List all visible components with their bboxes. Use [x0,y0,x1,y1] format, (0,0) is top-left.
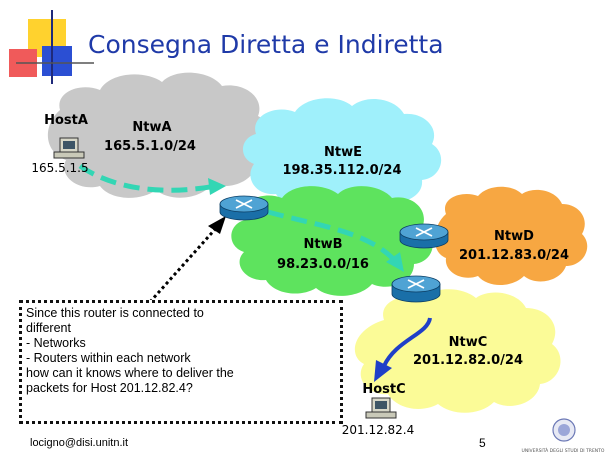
callout-line-4: - Routers within each network [26,351,191,365]
ntwc-prefix: 201.12.82.0/24 [413,353,523,368]
ntwc-cloud [354,289,561,413]
ntwe-name: NtwE [324,145,362,160]
ntwe-prefix: 198.35.112.0/24 [282,163,401,178]
router-main-icon [219,195,269,221]
university-seal-icon [552,418,576,442]
hosta-name: HostA [44,113,88,128]
delivery-path-final [382,317,432,367]
slide-logo-squares [9,10,94,84]
delivery-path-final-arrowhead [374,360,392,382]
delivery-path-dashed-2 [267,209,398,264]
ntwd-name: NtwD [494,229,534,244]
callout-line-3: - Networks [26,336,86,350]
university-name: UNIVERSITÀ DEGLI STUDI DI TRENTO [522,447,605,454]
hostc-computer-icon [365,397,397,419]
ntwa-cloud [47,72,272,198]
ntwd-cloud [434,186,588,285]
callout-pointer-arrowhead [208,216,226,234]
router-ntwd-icon [399,223,449,249]
hosta-computer-icon [53,137,85,159]
ntwa-prefix: 165.5.1.0/24 [104,139,196,154]
page-number: 5 [479,436,486,450]
slide-title: Consegna Diretta e Indiretta [88,30,444,59]
ntwb-prefix: 98.23.0.0/16 [277,257,369,272]
ntwa-name: NtwA [132,120,171,135]
footer-email: locigno@disi.unitn.it [30,437,128,449]
delivery-path-dashed [78,163,217,193]
callout-pointer [148,224,220,304]
callout-line-2: different [26,321,71,335]
callout-line-6: packets for Host 201.12.82.4? [26,381,193,395]
ntwb-name: NtwB [303,237,342,252]
hostc-name: HostC [362,382,405,397]
hostc-ip: 201.12.82.4 [342,423,415,437]
ntwe-cloud [242,98,442,210]
callout-line-5: how can it knows where to deliver the [26,366,234,380]
callout-line-1: Since this router is connected to [26,306,204,320]
ntwd-prefix: 201.12.83.0/24 [459,248,569,263]
hosta-ip: 165.5.1.5 [31,161,88,175]
delivery-path-arrowhead-1 [208,178,226,195]
router-ntwc-icon [391,275,441,303]
delivery-path-arrowhead-2 [386,252,404,272]
question-callout: Since this router is connected to differ… [19,300,343,424]
ntwc-name: NtwC [449,335,488,350]
